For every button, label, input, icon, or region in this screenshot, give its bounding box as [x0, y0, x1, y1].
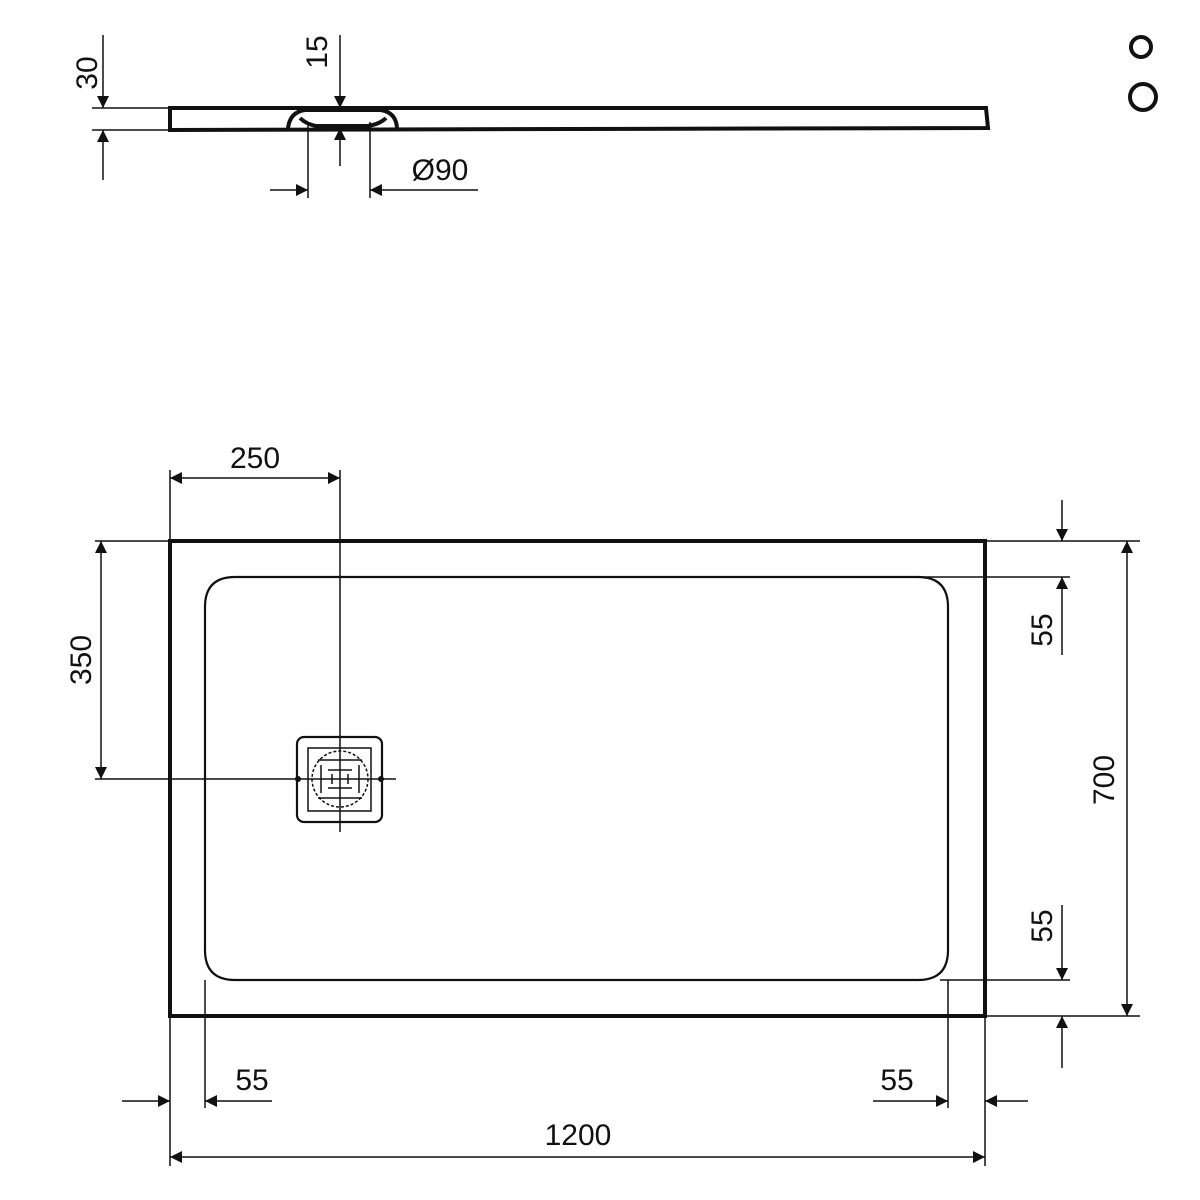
dim-rim-right: 55: [880, 1064, 913, 1097]
tray-basin: [203, 575, 950, 982]
circle-symbol-icon: [1128, 35, 1158, 112]
dim-rim-bottom: 55: [1026, 909, 1059, 942]
plan-view: 250 350 55 700 55 55 55: [65, 442, 1140, 1166]
drain-recess: [286, 108, 399, 129]
dim-drain-diameter: Ø90: [412, 154, 469, 187]
dim-drain-offset-y: 350: [65, 635, 98, 685]
dim-rim-left: 55: [235, 1064, 268, 1097]
dim-width: 1200: [545, 1119, 612, 1152]
profile-view: 30 15 Ø90: [71, 35, 991, 198]
dim-drain-depth: 15: [301, 35, 334, 68]
tray-profile: [168, 106, 991, 133]
dim-drain-offset-x: 250: [230, 442, 280, 475]
dim-rim-top: 55: [1026, 613, 1059, 646]
dim-depth: 700: [1088, 755, 1121, 805]
dim-thickness: 30: [71, 56, 104, 89]
